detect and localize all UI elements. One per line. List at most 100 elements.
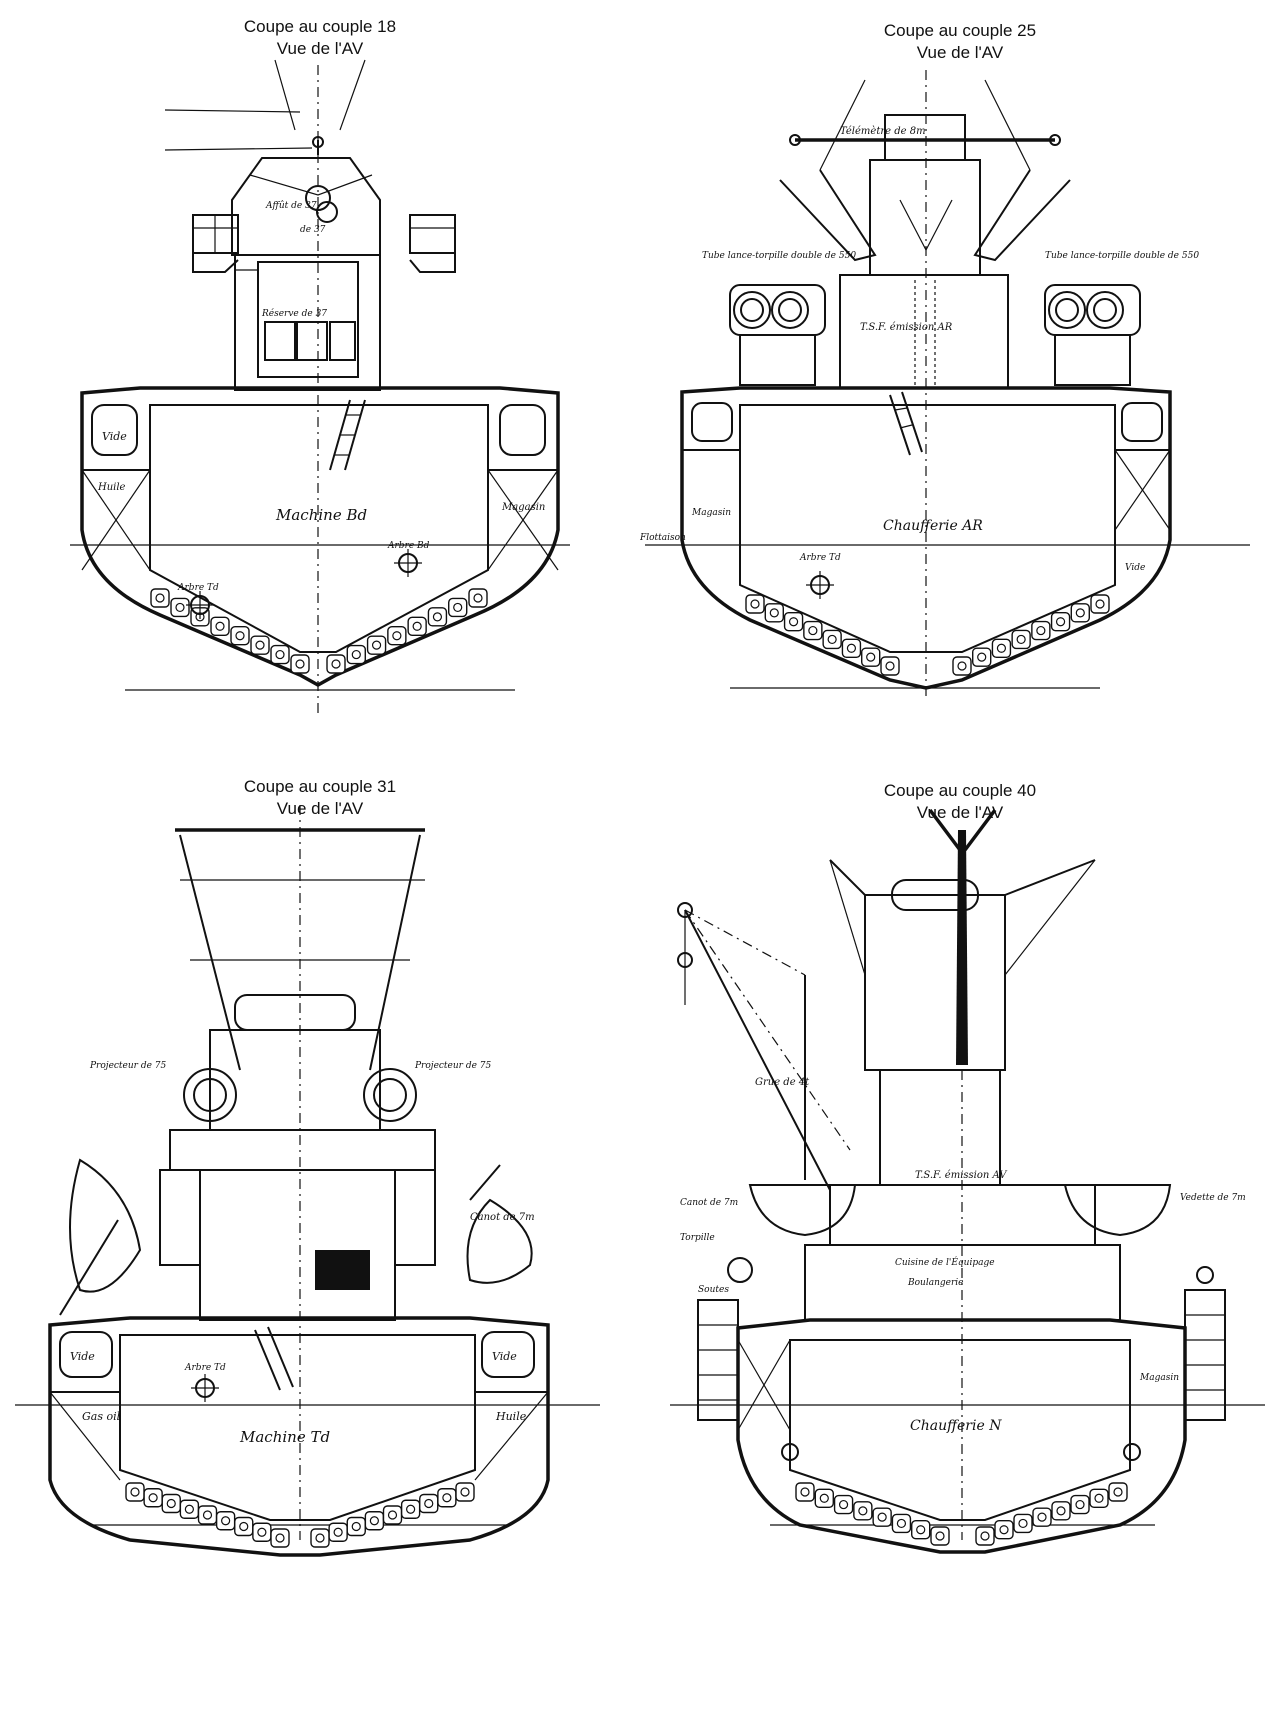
hull-cell bbox=[991, 638, 1012, 658]
label-searchlight-stbd: Projecteur de 75 bbox=[414, 1061, 492, 1071]
hull-cell bbox=[210, 616, 230, 636]
hull-cell bbox=[270, 644, 290, 665]
hull-cell bbox=[1032, 1507, 1052, 1527]
label-store: Magasin bbox=[1139, 1373, 1179, 1383]
hull-cell bbox=[427, 607, 448, 627]
hull-cell bbox=[861, 647, 881, 667]
hull-cell bbox=[170, 597, 190, 618]
label-tsf: T.S.F. émission AV bbox=[915, 1170, 1008, 1181]
hull-cell bbox=[468, 588, 488, 608]
hull-cell bbox=[252, 1522, 272, 1542]
section-panel-31: Coupe au couple 31 Vue de l'AV bbox=[0, 777, 640, 1560]
hull-cell bbox=[795, 1482, 815, 1502]
hull-cell bbox=[270, 1528, 290, 1548]
hull-cell bbox=[448, 597, 468, 618]
hull-cell bbox=[346, 644, 366, 665]
hull-cell bbox=[952, 656, 972, 676]
hull-cell bbox=[1089, 1488, 1109, 1508]
section-subtitle: Vue de l'AV bbox=[916, 43, 1004, 62]
hull-cell bbox=[179, 1499, 200, 1519]
hull-cell bbox=[366, 635, 387, 655]
label-tsf: T.S.F. émission AR bbox=[860, 322, 953, 333]
hull-cell bbox=[891, 1513, 912, 1534]
hull-cell bbox=[1050, 612, 1071, 632]
section-title: Coupe au couple 40 bbox=[883, 781, 1037, 800]
label-oil: Huile bbox=[495, 1410, 527, 1423]
label-void-port: Vide bbox=[70, 1350, 95, 1363]
label-gasoil: Gas oil bbox=[82, 1410, 121, 1423]
hull-cell bbox=[328, 1522, 348, 1542]
label-boat: Canot de 7m bbox=[470, 1212, 535, 1223]
hull-cell bbox=[250, 635, 270, 655]
hull-cell bbox=[455, 1482, 475, 1502]
hull-cell bbox=[382, 1505, 403, 1525]
hull-cell bbox=[310, 1528, 330, 1548]
hull-cell bbox=[150, 588, 170, 608]
label-shaft-td: Arbre Td bbox=[184, 1363, 226, 1373]
section-title: Coupe au couple 18 bbox=[243, 17, 397, 36]
label-void: Vide bbox=[102, 430, 127, 443]
label-torpedo: Torpille bbox=[680, 1233, 715, 1243]
hull-cell bbox=[814, 1488, 834, 1508]
label-reserve: Réserve de 37 bbox=[261, 308, 327, 319]
label-rangefinder: Télémètre de 8m bbox=[840, 126, 926, 137]
hull-cell bbox=[1011, 629, 1031, 650]
label-shaft-bd: Arbre Bd bbox=[387, 541, 430, 551]
hull-cell bbox=[783, 612, 804, 632]
hull-cell bbox=[972, 647, 992, 667]
section-subtitle: Vue de l'AV bbox=[276, 39, 364, 58]
hull-cell bbox=[364, 1511, 385, 1531]
hull-cell bbox=[1013, 1513, 1033, 1534]
hull-cell bbox=[822, 629, 842, 650]
hull-cell bbox=[387, 626, 407, 646]
label-store: Magasin bbox=[691, 508, 731, 518]
hull-cell bbox=[803, 620, 823, 641]
section-panel-40: Coupe au couple 40 Vue de l'AV bbox=[640, 780, 1280, 1560]
cross-section-drawing-18: Machine Bd Vide Huile Magasin Arbre Bd A… bbox=[70, 59, 570, 715]
hull-cell bbox=[230, 626, 250, 646]
hull-cell bbox=[290, 654, 310, 674]
label-mount: Affût de 37 bbox=[265, 200, 317, 211]
label-searchlight-port: Projecteur de 75 bbox=[89, 1061, 167, 1071]
compartment-label: Machine Td bbox=[239, 1428, 330, 1446]
hull-cell bbox=[841, 638, 862, 658]
hull-cell bbox=[833, 1494, 854, 1515]
hull-cell bbox=[1051, 1501, 1071, 1521]
compartment-label: Chaufferie AR bbox=[883, 518, 983, 534]
hull-cell bbox=[407, 616, 427, 636]
hull-cell bbox=[437, 1488, 457, 1508]
hull-cell bbox=[125, 1482, 145, 1502]
hull-cell bbox=[1031, 620, 1051, 641]
hull-cell bbox=[1108, 1482, 1128, 1502]
label-caliber: de 37 bbox=[300, 225, 326, 235]
hull-cell bbox=[346, 1516, 366, 1537]
section-title: Coupe au couple 25 bbox=[883, 21, 1037, 40]
hull-cell bbox=[764, 603, 784, 623]
label-vedette: Vedette de 7m bbox=[1180, 1193, 1246, 1203]
label-store: Magasin bbox=[501, 502, 545, 513]
compartment-label: Chaufferie N bbox=[910, 1418, 1002, 1434]
label-bakery: Boulangerie bbox=[907, 1278, 963, 1288]
label-shaft-td: Arbre Td bbox=[177, 583, 219, 593]
section-panel-25: Coupe au couple 25 Vue de l'AV bbox=[640, 0, 1280, 780]
cross-section-drawing-40: Chaufferie N Grue de 4t Canot de 7m Vede… bbox=[670, 808, 1265, 1554]
section-panel-18: Coupe au couple 18 Vue de l'AV bbox=[0, 0, 640, 780]
hull-cell bbox=[872, 1507, 892, 1527]
hull-cell bbox=[975, 1526, 995, 1546]
hull-cell bbox=[911, 1520, 931, 1540]
hull-cell bbox=[215, 1511, 236, 1531]
hull-cell bbox=[400, 1499, 421, 1519]
section-subtitle: Vue de l'AV bbox=[916, 803, 1004, 822]
label-bunkers: Soutes bbox=[698, 1285, 729, 1295]
section-title: Coupe au couple 31 bbox=[243, 777, 397, 796]
hull-cell bbox=[197, 1505, 218, 1525]
cross-section-drawing-31: Machine Td Vide Vide Gas oil Huile Arbre… bbox=[15, 805, 600, 1557]
section-subtitle: Vue de l'AV bbox=[276, 799, 364, 818]
compartment-label: Machine Bd bbox=[275, 506, 367, 524]
hull-cell bbox=[994, 1520, 1014, 1540]
hull-cell bbox=[234, 1516, 254, 1537]
hull-cell bbox=[143, 1488, 163, 1508]
hull-cell bbox=[1070, 603, 1090, 623]
label-shaft-td: Arbre Td bbox=[799, 553, 841, 563]
hull-cell bbox=[326, 654, 346, 674]
